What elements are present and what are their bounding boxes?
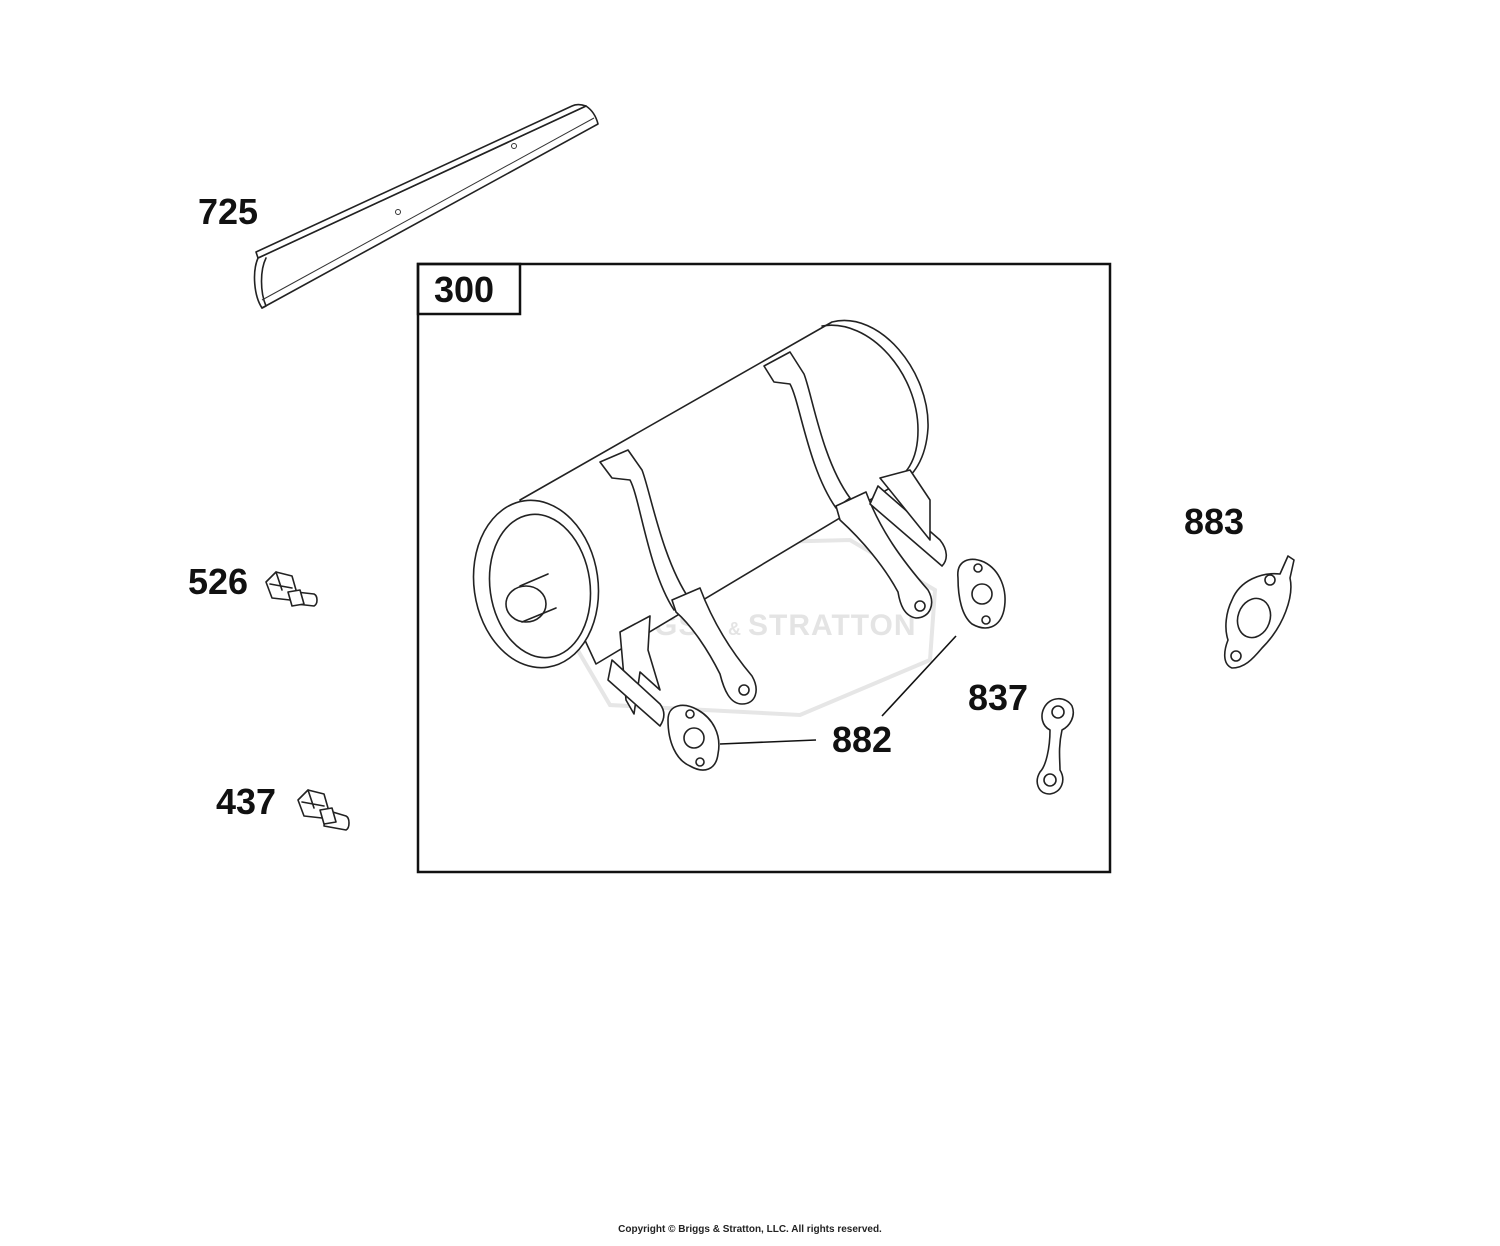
muffler [472,319,1006,771]
callout-837: 837 [968,677,1028,718]
svg-text:&: & [728,619,742,639]
muffler-kit-frame [416,262,1112,874]
callout-300: 300 [434,269,494,310]
callout-526: 526 [188,561,248,602]
screw-437 [297,789,350,831]
copyright-notice: Copyright © Briggs & Stratton, LLC. All … [618,1224,882,1235]
callout-725: 725 [198,191,258,232]
callout-437: 437 [216,781,276,822]
heat-shield-725 [253,103,599,309]
lock-plate-837 [1036,697,1075,795]
callout-882: 882 [832,719,892,760]
gasket-883 [1223,555,1295,669]
svg-text:STRATTON: STRATTON [748,609,917,642]
callout-883: 883 [1184,501,1244,542]
leader-882-right [881,635,957,717]
leader-882-left [719,739,817,745]
screw-526 [265,571,318,607]
